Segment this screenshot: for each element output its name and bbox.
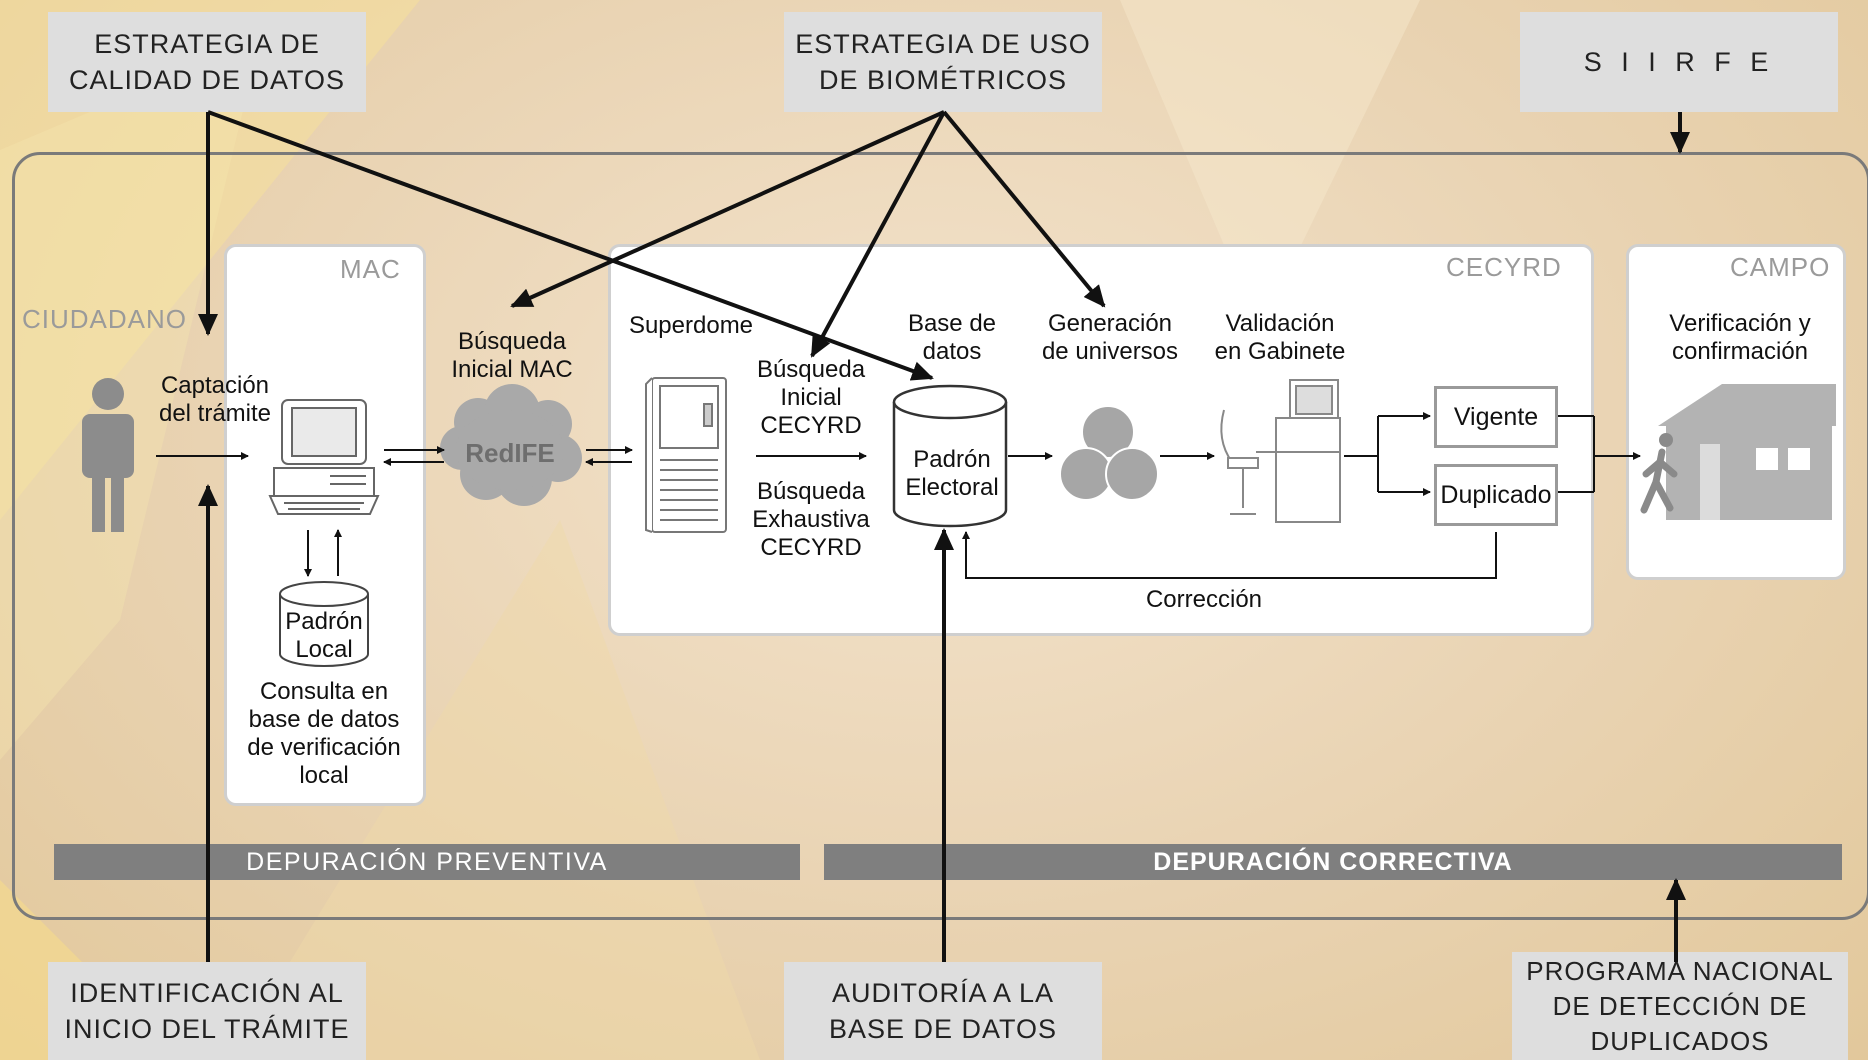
label-consulta-verificacion: Consulta en base de datos de verificació… (247, 678, 401, 789)
redife-cloud-icon (440, 384, 582, 506)
strategy-programa-duplicados: PROGRAMA NACIONAL DE DETECCIÓN DE DUPLIC… (1512, 952, 1848, 1060)
label-padron-electoral: Padrón Electoral (905, 446, 999, 501)
workstation-icon (1220, 379, 1341, 523)
panel-mac (224, 244, 426, 806)
label-busqueda-inicial-cecyrd: Búsqueda Inicial CECYRD (756, 356, 866, 439)
section-title-cecyrd: CECYRD (1446, 252, 1562, 282)
section-title-ciudadano: CIUDADANO (22, 304, 188, 334)
label-busqueda-inicial-mac: Búsqueda Inicial MAC (451, 328, 573, 383)
universos-circles-icon (1059, 405, 1159, 501)
strategy-identificacion: IDENTIFICACIÓN AL INICIO DEL TRÁMITE (48, 962, 366, 1060)
label-superdome: Superdome (628, 312, 754, 339)
label-generacion-universos: Generación de universos (1041, 310, 1179, 365)
redife-label: RedIFE (465, 438, 555, 468)
strategy-calidad-datos: ESTRATEGIA DE CALIDAD DE DATOS (48, 12, 366, 112)
banner-depuracion-preventiva: DEPURACIÓN PREVENTIVA (54, 844, 800, 880)
banner-depuracion-correctiva: DEPURACIÓN CORRECTIVA (824, 844, 1842, 880)
padron-local-database-icon (279, 581, 369, 667)
label-correccion: Corrección (1145, 586, 1263, 613)
label-base-de-datos: Base de datos (907, 310, 997, 365)
outcome-vigente: Vigente (1434, 386, 1558, 448)
strategy-biometricos: ESTRATEGIA DE USO DE BIOMÉTRICOS (784, 12, 1102, 112)
label-busqueda-exhaustiva-cecyrd: Búsqueda Exhaustiva CECYRD (752, 478, 870, 561)
section-title-campo: CAMPO (1730, 252, 1831, 282)
label-padron-local: Padrón Local (285, 608, 363, 663)
label-verificacion-confirmacion: Verificación y confirmación (1669, 310, 1811, 365)
flow-connectors (156, 412, 1641, 579)
section-title-mac: MAC (340, 254, 401, 284)
citizen-icon (82, 378, 134, 532)
padron-electoral-database-icon (892, 384, 1008, 528)
outcome-duplicado: Duplicado (1434, 464, 1558, 526)
strategy-arrows (198, 110, 1690, 962)
label-validacion-gabinete: Validación en Gabinete (1214, 310, 1346, 365)
label-captacion-tramite: Captación del trámite (158, 372, 272, 427)
superdome-server-icon (645, 377, 727, 533)
siirfe-box: S I I R F E (1520, 12, 1838, 112)
walking-person-icon (1640, 433, 1678, 514)
computer-icon (268, 399, 380, 515)
strategy-auditoria: AUDITORÍA A LA BASE DE DATOS (784, 962, 1102, 1060)
house-icon (1658, 384, 1836, 520)
